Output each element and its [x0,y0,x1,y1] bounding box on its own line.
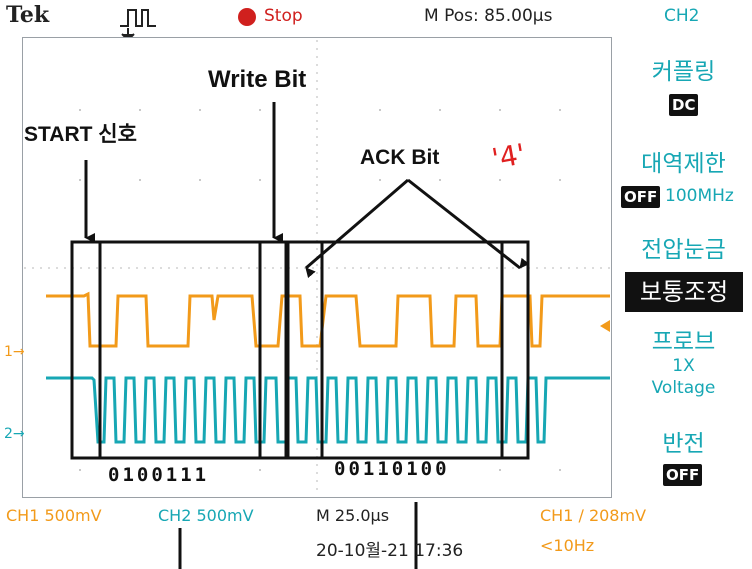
grid-center-ticks [24,40,610,496]
bandwidth-label[interactable]: 대역제한 [641,151,726,177]
bandwidth-value: 100MHz [665,186,734,206]
probe-value-voltage: Voltage [651,378,716,398]
acquisition-status[interactable]: Stop [264,6,303,26]
selected-channel[interactable]: CH2 [664,6,700,26]
trigger-frequency: <10Hz [540,536,595,555]
stop-indicator-icon [238,8,256,26]
timebase: M 25.0µs [316,506,390,525]
annotation-boxes [70,240,530,460]
probe-label[interactable]: 프로브 [651,329,716,355]
probe-value-1x: 1X [672,356,695,376]
trigger-readout: CH1 ∕ 208mV [540,506,647,525]
invert-value[interactable]: OFF [663,464,703,486]
ack-bit-label: ACK Bit [360,146,440,169]
ch2-waveform [46,376,610,444]
ch2-scale: CH2 500mV [158,506,254,525]
handwritten-scribble: '4' [489,137,528,176]
address-bits: 0100111 [108,464,210,486]
invert-label[interactable]: 반전 [662,431,705,457]
ch1-marker: 1→ [4,344,25,360]
top-status-bar: Tek Stop M Pos: 85.00µs CH2 [0,0,752,42]
side-menu: 커플링 DC 대역제한 OFF 100MHz 전압눈금 보통조정 프로브 1X … [615,34,752,499]
ch1-waveform [46,291,610,348]
annotation-arrows [84,102,530,569]
write-bit-label: Write Bit [208,66,307,93]
coupling-value[interactable]: DC [669,94,699,116]
ch1-trigger-level-icon[interactable] [600,320,610,332]
datetime: 20-10월-21 17:36 [316,541,464,561]
grid-dots [79,109,561,471]
bandwidth-off[interactable]: OFF [621,186,661,208]
coupling-label[interactable]: 커플링 [651,59,716,85]
ch1-scale: CH1 500mV [6,506,102,525]
volts-div-value[interactable]: 보통조정 [625,272,743,312]
ch2-marker: 2→ [4,426,25,442]
start-label: START 신호 [24,123,137,146]
horizontal-position: M Pos: 85.00µs [424,6,553,26]
data-bits: 00110100 [334,458,450,480]
brand-logo: Tek [6,2,50,28]
volts-div-label[interactable]: 전압눈금 [641,237,726,263]
